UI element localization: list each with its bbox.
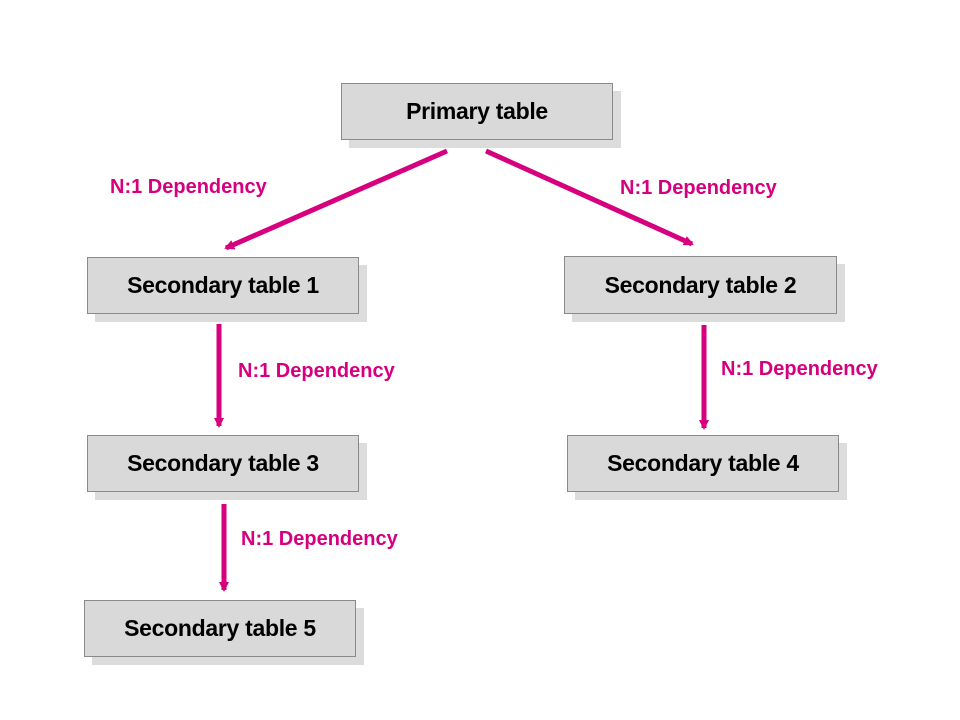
node-primary-table-label: Primary table xyxy=(406,98,548,124)
edge-arrow-primary-to-secondary-2 xyxy=(484,148,694,247)
node-secondary-table-4-label: Secondary table 4 xyxy=(607,450,799,476)
node-secondary-table-4: Secondary table 4 xyxy=(567,435,839,492)
node-secondary-table-5: Secondary table 5 xyxy=(84,600,356,657)
edge-label-secondary-3-to-secondary-5: N:1 Dependency xyxy=(241,528,398,550)
edge-arrow-primary-to-secondary-1 xyxy=(224,148,449,251)
node-primary-table: Primary table xyxy=(341,83,613,140)
edge-label-primary-to-secondary-2: N:1 Dependency xyxy=(620,177,777,199)
edge-label-secondary-2-to-secondary-4: N:1 Dependency xyxy=(721,358,878,380)
node-secondary-table-5-label: Secondary table 5 xyxy=(124,615,316,641)
node-secondary-table-1-label: Secondary table 1 xyxy=(127,272,319,298)
node-secondary-table-2: Secondary table 2 xyxy=(564,256,837,314)
node-secondary-table-3: Secondary table 3 xyxy=(87,435,359,492)
edge-label-primary-to-secondary-1: N:1 Dependency xyxy=(110,176,267,198)
node-secondary-table-2-label: Secondary table 2 xyxy=(604,271,797,298)
node-secondary-table-3-label: Secondary table 3 xyxy=(127,450,319,476)
node-secondary-table-1: Secondary table 1 xyxy=(87,257,359,314)
edge-label-secondary-1-to-secondary-3: N:1 Dependency xyxy=(238,360,395,382)
